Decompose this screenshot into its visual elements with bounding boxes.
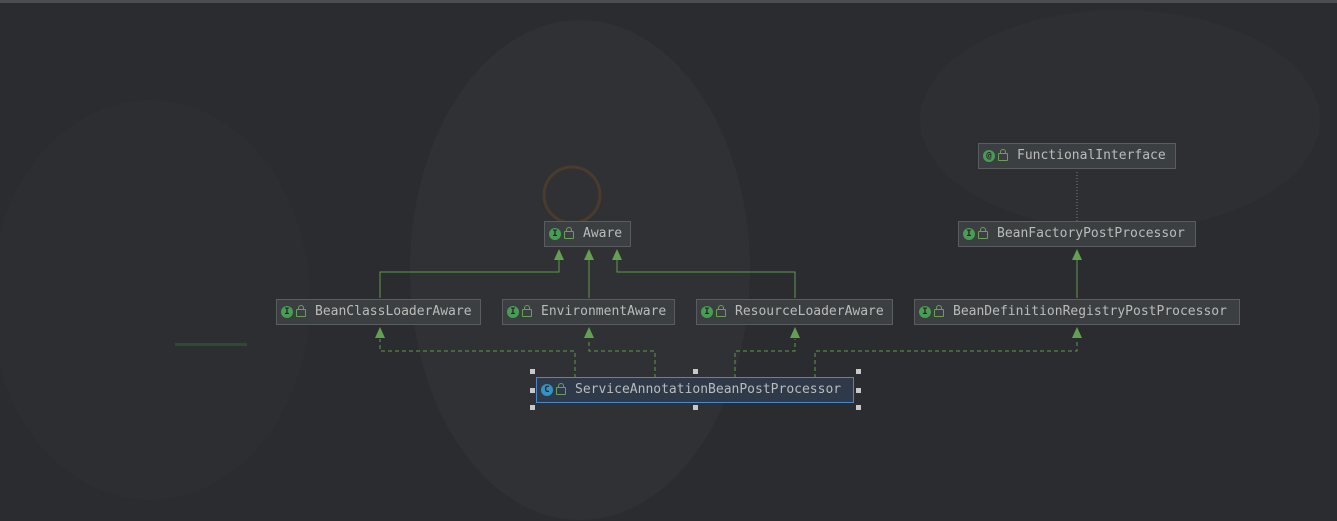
edge-impl-to-beanclassloaderaware <box>379 339 576 378</box>
node-label: BeanFactoryPostProcessor <box>997 226 1185 241</box>
arrowhead-aware-mid <box>584 249 594 260</box>
resize-handle-bottom-center[interactable] <box>693 405 698 410</box>
lock-icon <box>296 304 306 317</box>
node-functionalinterface[interactable]: @ FunctionalInterface <box>978 143 1176 169</box>
interface-icon: I <box>507 305 519 318</box>
arrowhead-aware-left <box>554 249 564 260</box>
lock-icon <box>934 304 944 317</box>
node-resourceloaderaware[interactable]: I ResourceLoaderAware <box>696 299 893 325</box>
node-beandefinitionregistrypostprocessor[interactable]: I BeanDefinitionRegistryPostProcessor <box>914 299 1240 325</box>
edge-impl-to-resourceloaderaware <box>734 339 796 378</box>
edge-impl-to-registrypostprocessor <box>814 339 1078 378</box>
resize-handle-top-left[interactable] <box>530 369 535 374</box>
edge-beanclassloaderaware-to-aware <box>379 250 560 298</box>
lock-icon <box>564 226 574 239</box>
arrowhead-registry <box>1072 327 1082 338</box>
resize-handle-bottom-left[interactable] <box>530 405 535 410</box>
node-serviceannotationbeanpostprocessor[interactable]: C ServiceAnnotationBeanPostProcessor <box>536 377 854 403</box>
resize-handle-top-right[interactable] <box>856 369 861 374</box>
resize-handle-bottom-right[interactable] <box>856 405 861 410</box>
arrowhead-factory <box>1072 249 1082 260</box>
resize-handle-top-center[interactable] <box>693 369 698 374</box>
node-label: ServiceAnnotationBeanPostProcessor <box>575 382 842 397</box>
arrowhead-resourceloaderaware <box>790 327 800 338</box>
lock-icon <box>716 304 726 317</box>
lock-icon <box>522 304 532 317</box>
edge-impl-to-environmentaware <box>588 339 656 378</box>
interface-icon: I <box>281 305 293 318</box>
interface-icon: I <box>701 305 713 318</box>
node-label: BeanClassLoaderAware <box>315 304 472 319</box>
node-label: EnvironmentAware <box>541 304 667 319</box>
interface-icon: I <box>549 227 561 240</box>
arrowhead-environmentaware <box>584 327 594 338</box>
lock-icon <box>556 382 566 395</box>
arrowhead-aware-right <box>612 249 622 260</box>
window-top-border <box>0 0 1337 3</box>
node-label: FunctionalInterface <box>1017 148 1166 163</box>
class-icon: C <box>541 383 553 396</box>
annotation-icon: @ <box>983 149 995 162</box>
arrowhead-beanclassloaderaware <box>375 327 385 338</box>
node-label: Aware <box>583 226 623 241</box>
node-beanfactorypostprocessor[interactable]: I BeanFactoryPostProcessor <box>958 221 1196 247</box>
resize-handle-middle-left[interactable] <box>530 388 535 393</box>
node-environmentaware[interactable]: I EnvironmentAware <box>502 299 675 325</box>
interface-icon: I <box>919 305 931 318</box>
resize-handle-middle-right[interactable] <box>856 388 861 393</box>
node-label: ResourceLoaderAware <box>735 304 884 319</box>
node-beanclassloaderaware[interactable]: I BeanClassLoaderAware <box>276 299 481 325</box>
lock-icon <box>978 226 988 239</box>
node-label: BeanDefinitionRegistryPostProcessor <box>953 304 1227 319</box>
interface-icon: I <box>963 227 975 240</box>
edge-resourceloaderaware-to-aware <box>616 250 796 298</box>
node-aware[interactable]: I Aware <box>544 221 631 247</box>
lock-icon <box>998 148 1008 161</box>
